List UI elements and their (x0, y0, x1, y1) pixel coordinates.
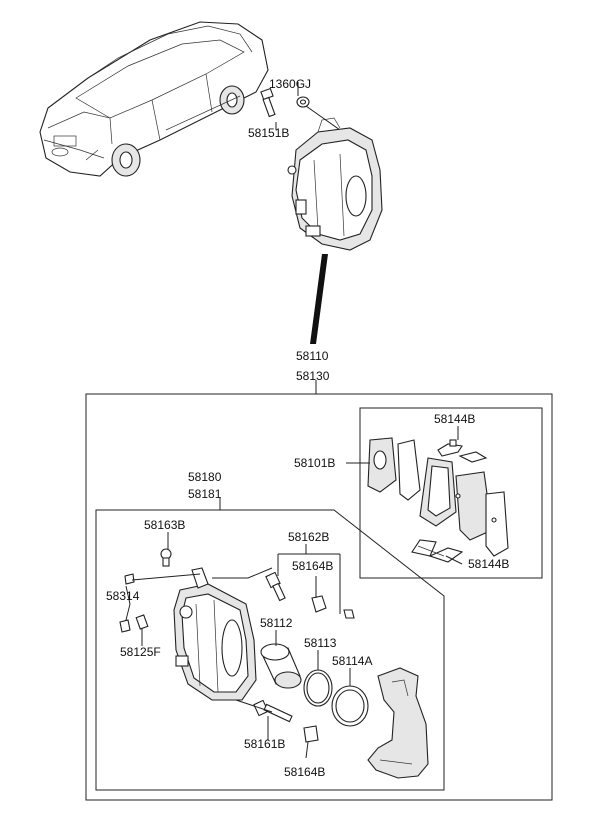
label-58164B-top: 58164B (292, 559, 333, 573)
label-58130: 58130 (296, 369, 330, 383)
label-58125F: 58125F (120, 645, 161, 659)
label-58144B-bottom: 58144B (468, 557, 509, 571)
label-58144B-top: 58144B (434, 412, 475, 426)
piston-58112 (260, 643, 302, 689)
bleeder-bolt-58163B (160, 548, 172, 567)
label-58114A: 58114A (332, 654, 372, 668)
pad-kit-frame (359, 407, 543, 579)
label-58162B: 58162B (288, 530, 329, 544)
callout-wedge (310, 254, 328, 344)
group-58180-frame (95, 498, 445, 791)
label-58113: 58113 (304, 636, 337, 650)
label-58163B: 58163B (144, 518, 185, 532)
boot-58164B-bottom (303, 725, 319, 743)
caliper-assembly-top (287, 117, 383, 251)
pad-clips-58144B-top (437, 439, 488, 463)
bolt-58151B (260, 87, 276, 118)
label-58110: 58110 (296, 349, 329, 363)
label-58101B: 58101B (294, 456, 335, 470)
label-58151B: 58151B (248, 126, 289, 140)
seal-58113 (303, 669, 333, 707)
washer-1360GJ (296, 96, 310, 108)
pad-clips-58144B-bottom (411, 539, 464, 563)
label-58112: 58112 (260, 616, 293, 630)
boot-58164B-top (311, 595, 327, 613)
leader-lines (125, 122, 463, 759)
guide-pin-58162B (265, 571, 286, 602)
caliper-housing (173, 567, 257, 701)
brake-pads-58101B (367, 437, 509, 557)
boot-58114A (331, 685, 369, 727)
label-58161B: 58161B (244, 737, 285, 751)
label-58314: 58314 (106, 589, 140, 603)
label-1360GJ: 1360GJ (269, 77, 311, 91)
caliper-bracket (367, 667, 429, 779)
label-58164B-bottom: 58164B (284, 765, 325, 779)
cap-58314 (119, 573, 135, 633)
clip-58164B-small (343, 609, 355, 619)
vehicle-illustration (39, 21, 269, 177)
bleeder-58125F (135, 614, 149, 630)
guide-pin-58161B (253, 699, 293, 723)
label-58180: 58180 (188, 470, 222, 484)
label-58181: 58181 (188, 487, 222, 501)
group-58110-frame (85, 380, 553, 801)
